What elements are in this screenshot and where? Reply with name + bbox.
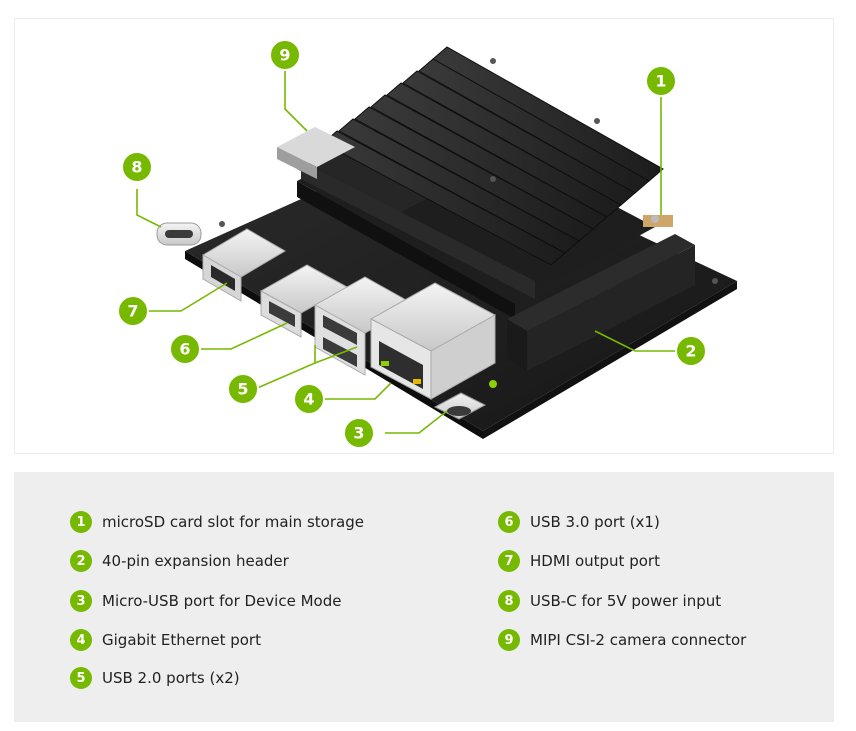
legend-label: USB 2.0 ports (x2) <box>102 669 240 687</box>
callout-3: 3 <box>343 417 375 449</box>
callout-2: 2 <box>675 335 707 367</box>
callout-7-number: 7 <box>127 302 138 321</box>
legend-label: microSD card slot for main storage <box>102 513 364 531</box>
callout-1-number: 1 <box>655 72 666 91</box>
legend-panel: 1 microSD card slot for main storage 2 4… <box>14 472 834 722</box>
legend-item-3: 3 Micro-USB port for Device Mode <box>70 589 341 613</box>
callout-5-number: 5 <box>237 380 248 399</box>
callout-7: 7 <box>117 295 149 327</box>
callout-2-number: 2 <box>685 342 696 361</box>
legend-badge: 3 <box>70 590 92 612</box>
legend-badge: 8 <box>498 590 520 612</box>
legend-label: HDMI output port <box>530 552 660 570</box>
legend-badge: 6 <box>498 511 520 533</box>
expansion-header <box>507 234 695 371</box>
legend-item-4: 4 Gigabit Ethernet port <box>70 628 261 652</box>
hdmi-port <box>202 228 286 302</box>
usb-c-port <box>156 222 202 246</box>
legend-badge: 5 <box>70 667 92 689</box>
microsd-slot <box>643 215 673 227</box>
callout-5: 5 <box>227 373 259 405</box>
callout-6: 6 <box>169 333 201 365</box>
heatsink <box>297 46 664 319</box>
legend-item-7: 7 HDMI output port <box>498 549 660 573</box>
legend-badge: 9 <box>498 629 520 651</box>
legend-item-1: 1 microSD card slot for main storage <box>70 510 364 534</box>
legend-label: MIPI CSI-2 camera connector <box>530 631 747 649</box>
legend-label: 40-pin expansion header <box>102 552 289 570</box>
legend-label: USB 3.0 port (x1) <box>530 513 660 531</box>
callout-6-number: 6 <box>179 340 190 359</box>
legend-label: Gigabit Ethernet port <box>102 631 261 649</box>
leader-lines <box>136 67 691 434</box>
legend-item-2: 2 40-pin expansion header <box>70 549 289 573</box>
legend-badge: 1 <box>70 511 92 533</box>
micro-usb-port <box>433 392 487 420</box>
legend-item-8: 8 USB-C for 5V power input <box>498 589 721 613</box>
callout-9: 9 <box>269 39 301 71</box>
callout-4-number: 4 <box>303 390 314 409</box>
legend-badge: 7 <box>498 550 520 572</box>
callout-8-number: 8 <box>131 158 142 177</box>
callout-3-number: 3 <box>353 424 364 443</box>
callout-9-number: 9 <box>279 46 290 65</box>
callout-4: 4 <box>293 383 325 415</box>
ethernet-port <box>369 282 497 400</box>
legend-label: USB-C for 5V power input <box>530 592 722 610</box>
legend-badge: 2 <box>70 550 92 572</box>
callout-8: 8 <box>121 151 153 183</box>
legend-item-6: 6 USB 3.0 port (x1) <box>498 510 660 534</box>
legend-item-5: 5 USB 2.0 ports (x2) <box>70 666 240 690</box>
legend-badge: 4 <box>70 629 92 651</box>
camera-connector <box>277 127 355 179</box>
legend-item-9: 9 MIPI CSI-2 camera connector <box>498 628 746 652</box>
callout-1: 1 <box>645 65 677 97</box>
board-figure: 1 2 3 4 5 6 7 8 <box>14 18 834 454</box>
board-illustration: 1 2 3 4 5 6 7 8 <box>117 39 737 449</box>
legend-label: Micro-USB port for Device Mode <box>102 592 342 610</box>
usb3-port <box>259 264 349 338</box>
